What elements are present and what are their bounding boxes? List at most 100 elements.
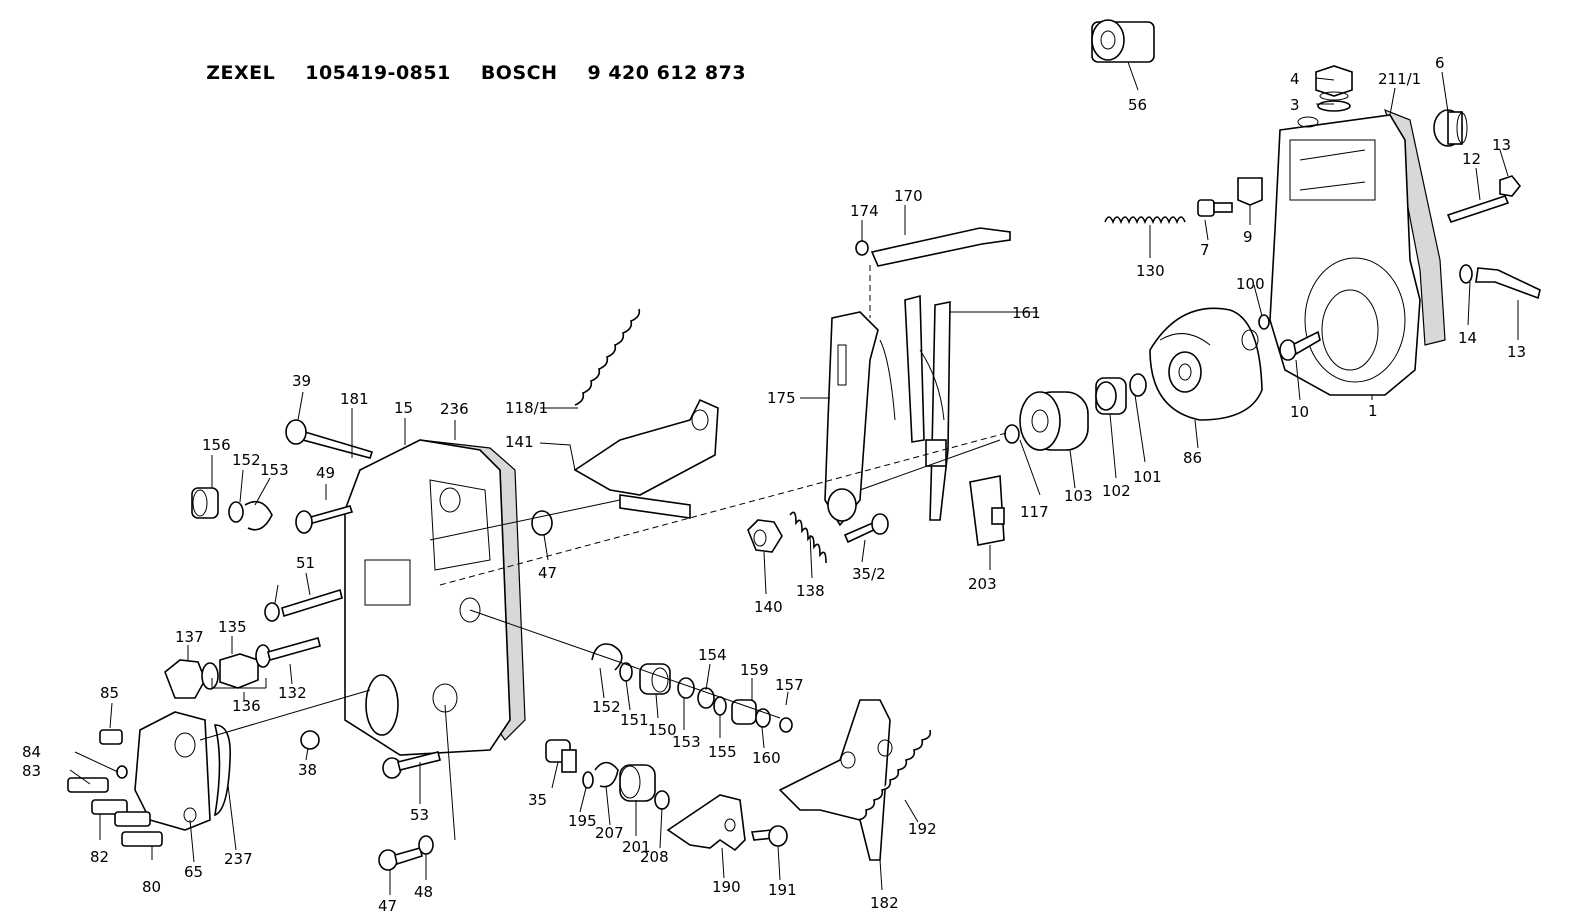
callout-83: 82	[90, 848, 109, 866]
screw-82	[121, 831, 163, 847]
callout-141: 140	[754, 598, 783, 616]
callout-15: 14	[1458, 329, 1477, 347]
callout-1: 1	[1368, 402, 1378, 420]
callout-135: 132	[278, 684, 307, 702]
callout-10: 10	[1290, 403, 1309, 421]
callout-140: 138	[796, 582, 825, 600]
callout-6: 6	[1435, 54, 1445, 72]
callout-102: 101	[1133, 468, 1162, 486]
sleeve-117	[1019, 391, 1089, 451]
lever-174	[870, 227, 1011, 267]
nut-65	[1091, 19, 1155, 63]
callout-3: 3	[1290, 96, 1300, 114]
callout-153-center: 152	[592, 698, 621, 716]
ring-201	[582, 771, 594, 789]
washer-156	[713, 696, 727, 716]
tensioning-lever-170	[879, 294, 951, 521]
callout-80: 65	[184, 863, 203, 881]
spring-130	[574, 308, 641, 406]
spring-132	[1104, 216, 1186, 225]
plug-157	[191, 487, 219, 519]
screw-38-head	[871, 513, 889, 535]
callout-49: 48	[414, 883, 433, 901]
nut-39	[300, 730, 320, 750]
callout-47-top: 39	[292, 372, 311, 390]
callout-51: 49	[316, 464, 335, 482]
screw-plug-4	[1315, 65, 1353, 101]
flyweight-assembly-100	[1149, 307, 1263, 421]
callout-100: 86	[1183, 449, 1202, 467]
pin-101	[1258, 314, 1270, 330]
callout-85: 84	[22, 743, 41, 761]
washer-155	[697, 687, 715, 709]
screw-86	[99, 729, 123, 745]
callout-237: 236	[440, 400, 469, 418]
ring-154	[677, 677, 695, 699]
callout-207: 203	[968, 575, 997, 593]
assembly-line-cover	[439, 431, 1011, 586]
callout-136: 135	[218, 618, 247, 636]
screw-135	[267, 637, 321, 661]
nut-136	[219, 653, 259, 689]
callout-86: 85	[100, 684, 119, 702]
ball-159	[779, 717, 793, 733]
bosch-part-number: 9 420 612 873	[587, 62, 747, 84]
callout-153-left: 153	[260, 461, 289, 479]
sealing-ring-238	[213, 724, 232, 817]
screw-83	[91, 799, 128, 815]
callout-7: 7	[1200, 241, 1210, 259]
callout-labels: 1 3 4 6 7 9 10 12 13 13 14 15 35 35/2 38…	[22, 54, 1526, 915]
shaft-lever-150	[573, 398, 719, 519]
governor-housing	[1269, 108, 1446, 396]
callout-56: 53	[410, 806, 429, 824]
nut-13-right	[1499, 175, 1522, 197]
nut-103	[1095, 377, 1127, 415]
brand-bosch: BOSCH	[480, 62, 558, 84]
callout-9: 9	[1243, 228, 1253, 246]
screw-53	[281, 588, 343, 618]
block-207	[969, 475, 1005, 546]
spring-140	[789, 511, 827, 564]
callout-38: 35/2	[852, 565, 886, 583]
screw-12	[1446, 195, 1510, 223]
callout-154: 153	[672, 733, 701, 751]
washer-left-a	[201, 662, 219, 690]
bolt-182	[285, 419, 374, 459]
bolt-48	[378, 847, 423, 871]
clip-153-left	[244, 500, 273, 531]
nut-175	[855, 240, 869, 256]
callout-130: 118/1	[505, 399, 548, 417]
bush-203	[619, 764, 656, 802]
callout-208: 207	[595, 824, 624, 842]
callout-191: 190	[712, 878, 741, 896]
callout-152-left: 152	[232, 451, 261, 469]
washer-118-1	[1004, 424, 1020, 444]
plate-9	[1237, 177, 1263, 206]
end-cover-80	[134, 711, 211, 831]
callout-132: 130	[1136, 262, 1165, 280]
spring-195	[857, 729, 932, 821]
brand-zexel: ZEXEL	[206, 62, 276, 84]
assembly-line-lever	[859, 439, 1001, 491]
clip-153-center	[591, 643, 623, 671]
callout-137: 136	[232, 697, 261, 715]
callout-35-2: 35	[528, 791, 547, 809]
plug-6	[1433, 109, 1468, 147]
callout-14: 13	[1507, 343, 1526, 361]
assembly-line-shaft	[469, 609, 781, 719]
callout-48: 47	[378, 897, 397, 915]
callout-103: 102	[1102, 482, 1131, 500]
callout-170: 161	[1012, 304, 1041, 322]
callout-192: 191	[768, 881, 797, 899]
assembly-line-shaft150	[429, 499, 621, 541]
callout-174: 170	[894, 187, 923, 205]
zexel-part-number: 105419-0851	[305, 62, 451, 84]
washer-3	[1317, 100, 1351, 112]
callout-152-center: 151	[620, 711, 649, 729]
callout-160: 159	[740, 661, 769, 679]
callout-101: 100	[1236, 275, 1265, 293]
callout-138: 137	[175, 628, 204, 646]
guide-lever-181	[824, 311, 879, 527]
screw-192	[750, 825, 788, 847]
